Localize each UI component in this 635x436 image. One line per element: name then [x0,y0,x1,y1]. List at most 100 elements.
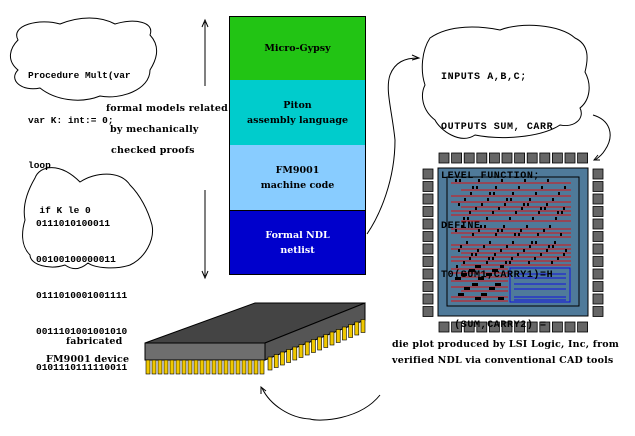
chip-pin [145,359,151,375]
die-cell [478,179,480,182]
die-pad [514,152,525,164]
die-cell [464,287,466,290]
die-pad [592,281,604,292]
die-cell [518,186,520,189]
die-cell [492,269,494,272]
die-cell [502,297,504,300]
die-pad [422,231,434,242]
die-cell [500,249,502,252]
die-cell [532,217,534,220]
die-cell [481,293,483,296]
ndl-to-die-arrow [592,114,611,161]
die-cell [455,277,457,280]
die-cell [529,198,531,201]
die-cell [540,253,542,256]
die-cell [474,283,476,286]
die-cell [535,192,537,195]
die-cell [468,287,470,290]
die-pad [552,321,563,333]
ndl-line: (SUM,CARRY2) = [441,319,547,331]
die-cell [514,233,516,236]
chip-pin [286,349,291,363]
ndl-line: INPUTS A,B,C; [441,72,527,83]
die-plot [422,152,604,333]
die-cell [479,265,481,268]
die-cell [460,245,462,248]
die-pad [592,293,604,305]
die-pad [488,321,500,333]
chip-pin [175,359,181,375]
die-cell [523,249,525,252]
models-caption-line3: checked proofs [111,145,195,156]
die-cell [463,217,465,220]
chip-pin [193,359,199,375]
die-pad [422,193,434,205]
die-cell [500,265,502,268]
die-cell [476,283,478,286]
die-cell [524,179,526,182]
die-cell [563,253,565,256]
die-cell [482,277,484,280]
binary-line: 0101110111110011 [36,362,128,373]
chip-pin [163,359,169,375]
die-pad [539,321,551,333]
die-cell [506,245,508,248]
die-pad [514,321,525,333]
chip-pin [280,351,285,366]
die-cell [498,297,500,300]
die-pad [451,152,463,164]
die-cell [465,273,467,276]
ndl-line: T0(SUM1,CARRY1)=H [441,270,554,281]
die-cell [475,253,477,256]
die-cell [505,261,507,264]
die-cell [521,207,523,210]
die-cell [551,261,553,264]
die-cell [478,229,480,232]
die-cell [473,269,475,272]
die-cell [503,225,505,228]
binary-line: 0111010100011 [36,218,111,229]
stack-to-ndl-arrow [366,57,419,235]
stack-layer-fm9001: FM9001 machine code [229,145,366,211]
die-cell [523,203,525,206]
ndl-line: OUTPUTS SUM, CARR [441,121,554,133]
die-cell [459,179,461,182]
die-cell [501,179,503,182]
die-pad [422,306,434,317]
die-pad [422,293,434,305]
die-cell [466,287,468,290]
chip-pin [205,359,211,375]
die-cell [509,261,511,264]
die-caption-line2: verified NDL via conventional CAD tools [392,355,614,366]
down-arrow [201,190,209,280]
chip-pin [151,359,157,375]
die-pad [552,152,563,164]
chip-pin [253,359,259,375]
die-pad [592,206,604,217]
die-cell [461,273,463,276]
chip-pin [311,339,316,353]
die-cell [477,249,479,252]
die-cell [471,269,473,272]
binary-line: 0111010001001111 [36,290,128,301]
die-cell [484,225,486,228]
die-pad [592,268,604,280]
die-cell [486,261,488,264]
die-cell [480,277,482,280]
chip-pin [211,359,217,375]
die-cell [518,233,520,236]
chip-pin [187,359,193,375]
code-bubble-text: Procedure Mult(var var K: int:= 0; loop … [28,38,131,233]
die-cell [541,186,543,189]
die-cell [458,203,460,206]
chip-pin [292,346,298,361]
chip-pin [247,359,253,375]
die-pad [577,152,588,164]
die-cell [502,265,504,268]
die-pad [422,206,434,217]
die-cell [475,265,477,268]
code-line: var K: int:= 0; [28,115,114,126]
die-cell [463,273,465,276]
die-pad [422,243,434,255]
